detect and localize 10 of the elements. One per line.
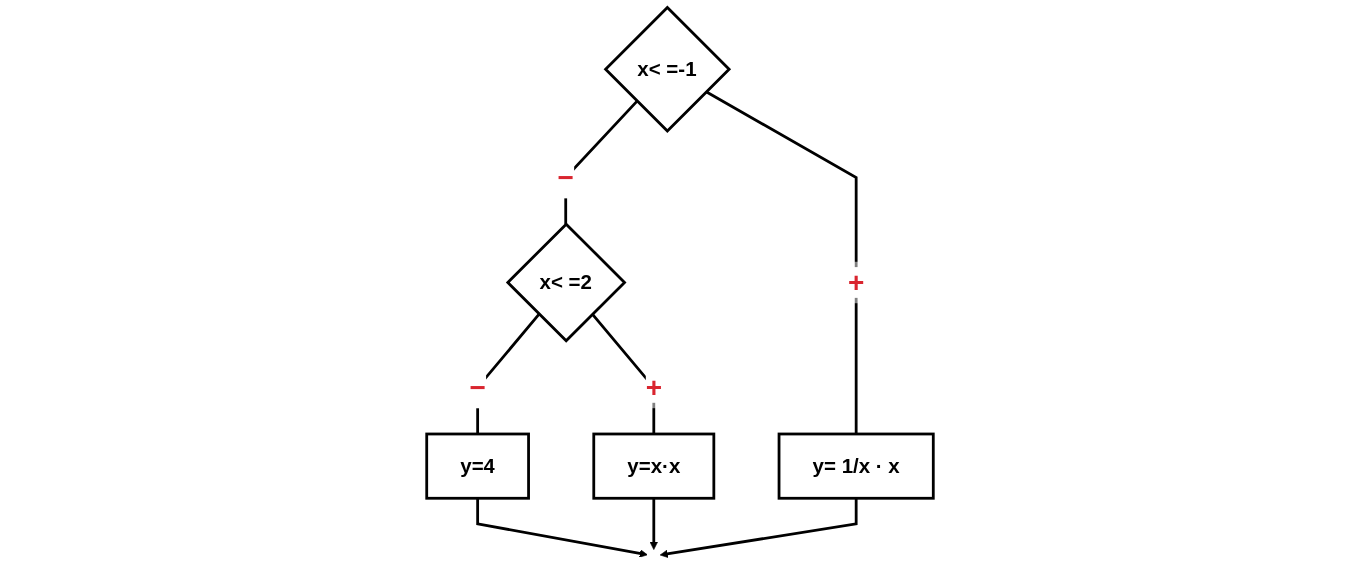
arrow bbox=[649, 498, 658, 550]
arrow bbox=[476, 498, 648, 558]
decision-diamond: x< =-1 bbox=[603, 5, 732, 133]
edge-label: + bbox=[848, 261, 865, 304]
arrow bbox=[659, 498, 858, 558]
process-box: y= 1/x · x bbox=[777, 432, 935, 500]
process-box: y=4 bbox=[425, 432, 530, 500]
connector-line bbox=[705, 90, 858, 434]
decision-diamond: x< =2 bbox=[505, 222, 627, 343]
process-box: y=x·x bbox=[592, 432, 716, 500]
